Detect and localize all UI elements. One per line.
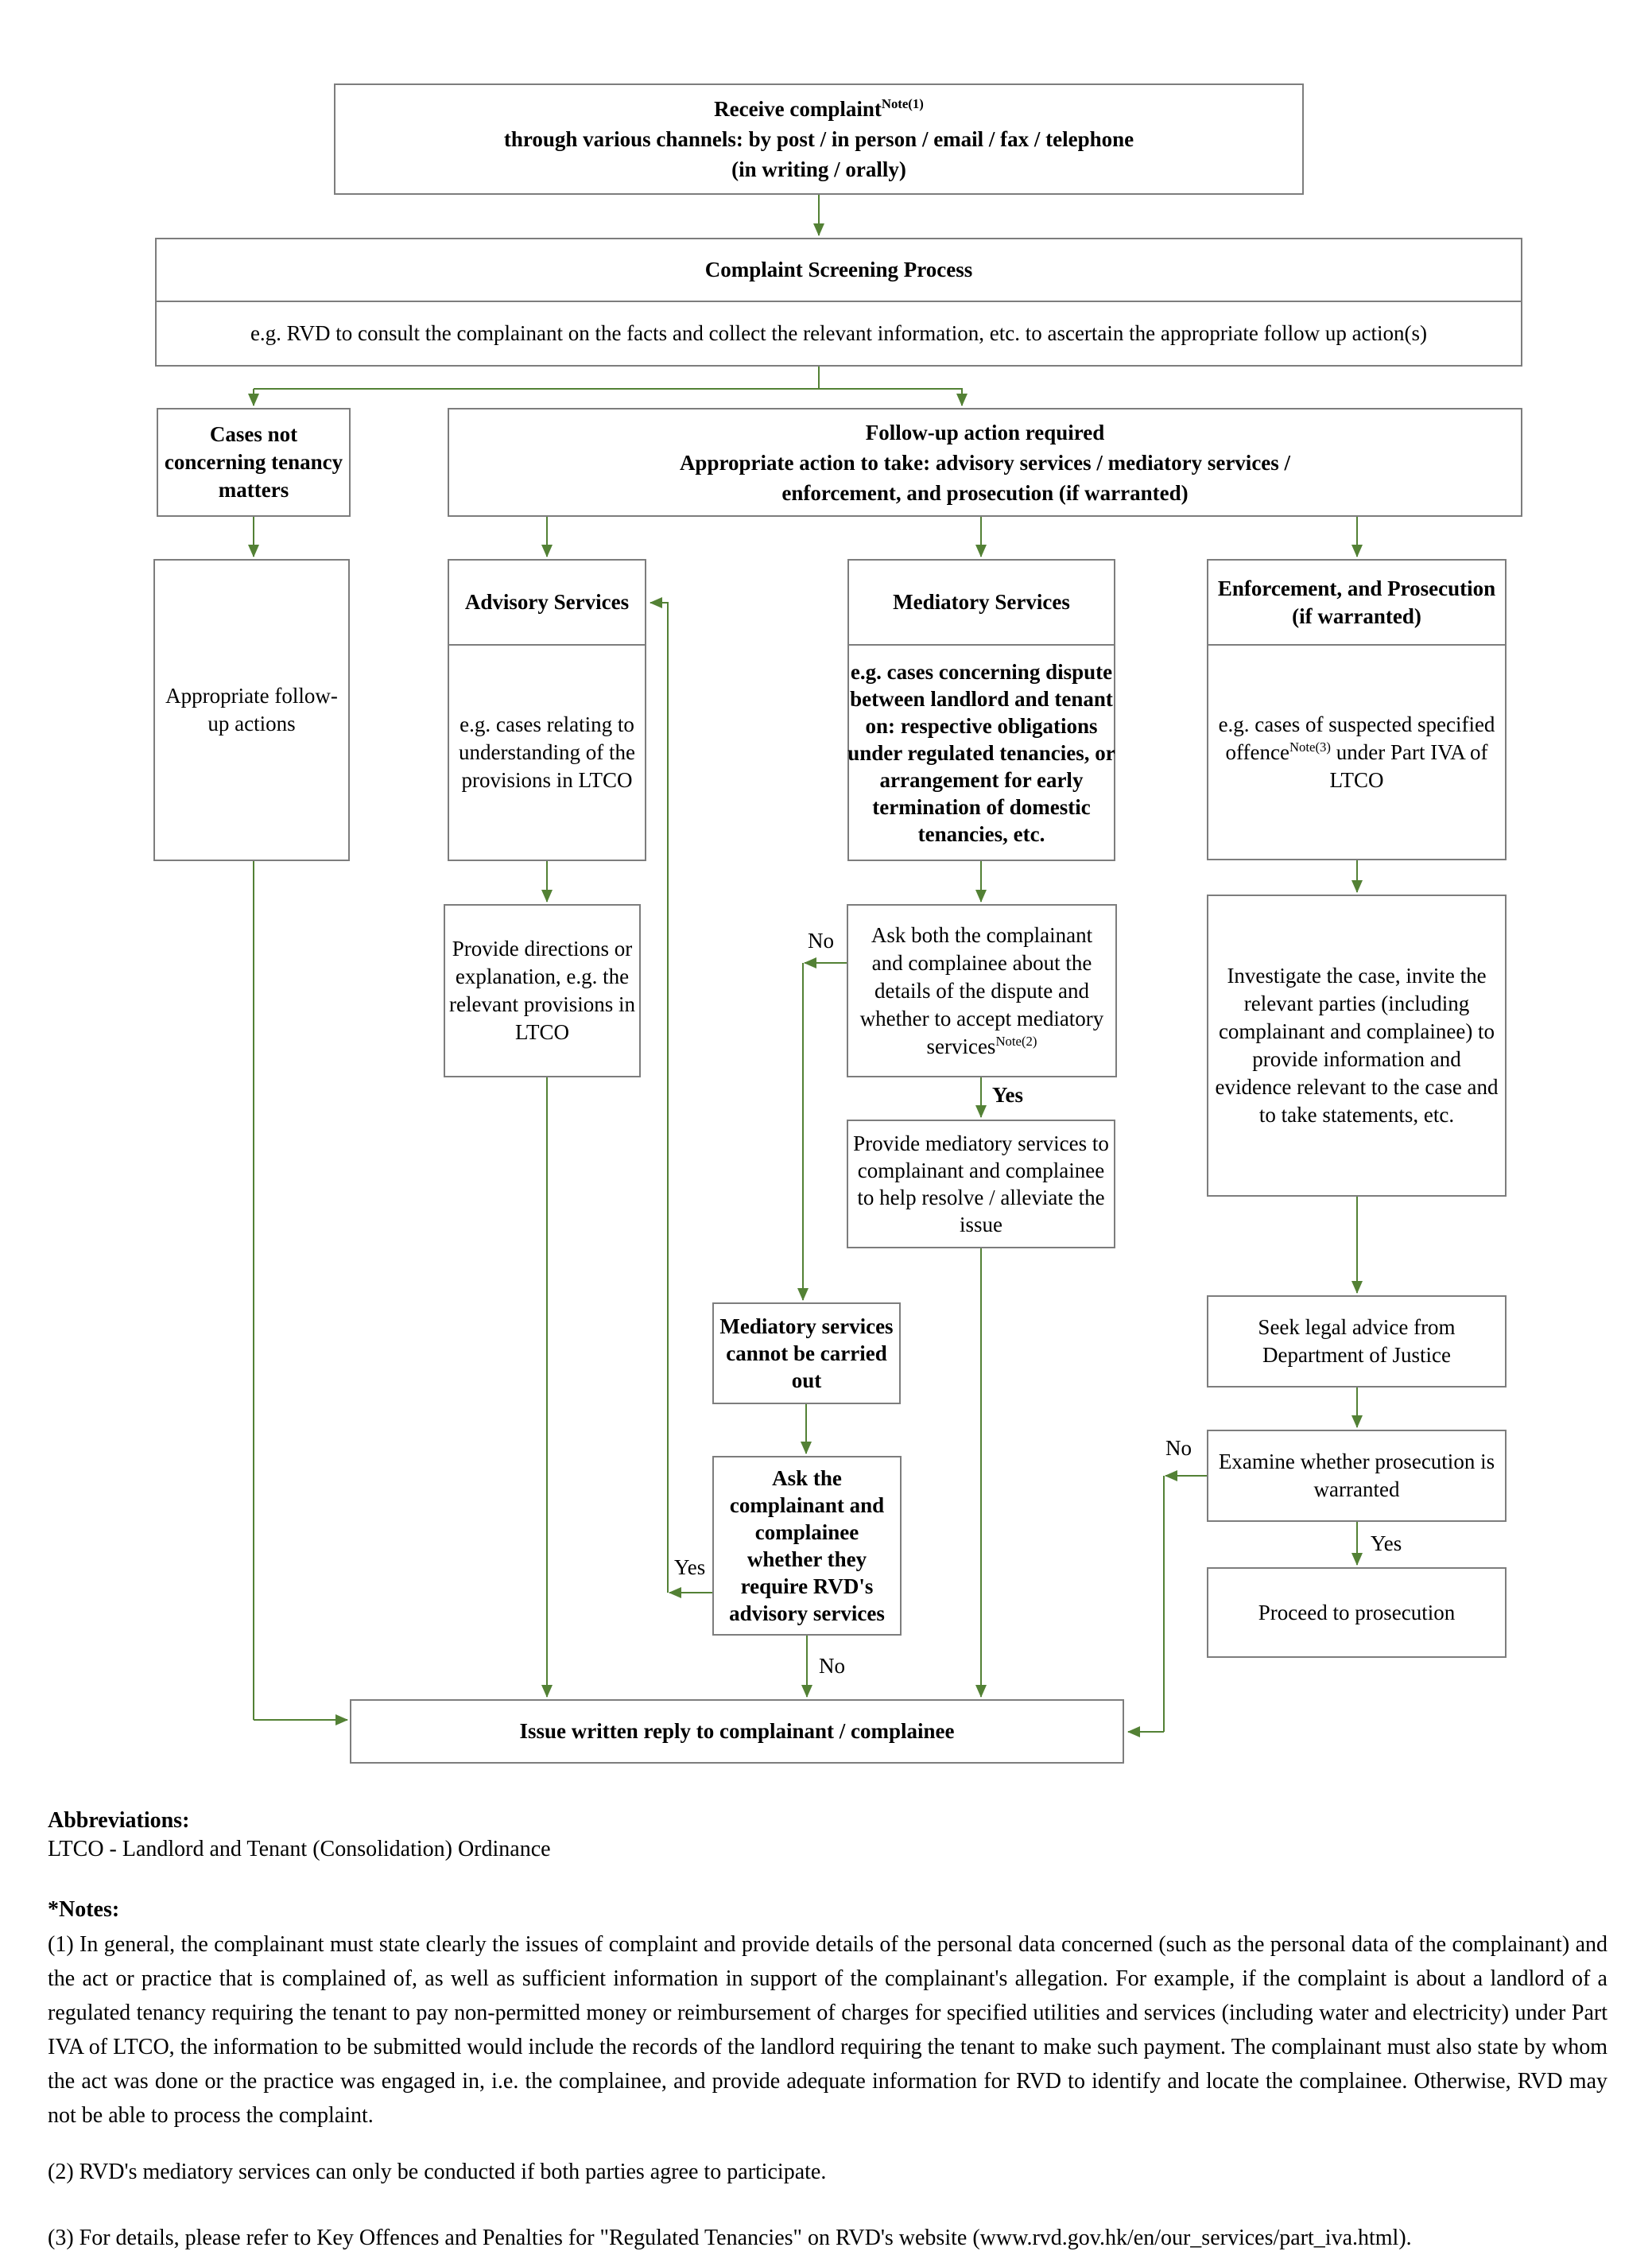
receive-complaint-box: Receive complaintNote(1) through various…	[334, 83, 1304, 195]
mediatory-services-title: Mediatory Services	[849, 561, 1114, 646]
enforcement-prosecution-body: e.g. cases of suspected specified offenc…	[1218, 712, 1495, 792]
abbreviation-ltco: LTCO - Landlord and Tenant (Consolidatio…	[48, 1837, 551, 1861]
complaint-screening-title: Complaint Screening Process	[157, 239, 1521, 302]
note-1: (1) In general, the complainant must sta…	[48, 1932, 1607, 2128]
provide-directions-box: Provide directions or explanation, e.g. …	[444, 904, 641, 1077]
complaint-screening-box: Complaint Screening Process e.g. RVD to …	[155, 238, 1522, 367]
complaint-screening-body: e.g. RVD to consult the complainant on t…	[250, 321, 1428, 345]
examine-prosecution-box: Examine whether prosecution is warranted	[1207, 1430, 1507, 1522]
note1-ref: Note(1)	[881, 96, 924, 111]
investigate-case-box: Investigate the case, invite the relevan…	[1207, 895, 1507, 1197]
label-yes-accept-mediation: Yes	[992, 1083, 1023, 1107]
label-no-accept-mediation: No	[808, 929, 834, 953]
notes-title: *Notes:	[48, 1897, 120, 1922]
advisory-services-box: Advisory Services e.g. cases relating to…	[448, 559, 646, 861]
note-2: (2) RVD's mediatory services can only be…	[48, 2160, 827, 2184]
abbreviations-title: Abbreviations:	[48, 1808, 190, 1833]
mediation-cannot-proceed-box: Mediatory services cannot be carried out	[712, 1302, 901, 1404]
enforcement-prosecution-box: Enforcement, and Prosecution (if warrant…	[1207, 559, 1507, 860]
follow-up-action-box: Follow-up action required Appropriate ac…	[448, 408, 1522, 517]
label-no-prosecution: No	[1165, 1436, 1192, 1460]
note-3: (3) For details, please refer to Key Off…	[48, 2226, 1412, 2250]
note2-ref: Note(2)	[995, 1033, 1037, 1049]
proceed-prosecution-box: Proceed to prosecution	[1207, 1567, 1507, 1658]
receive-line1: Receive complaint	[714, 97, 882, 121]
label-no-require-advisory: No	[819, 1654, 845, 1678]
receive-line3: (in writing / orally)	[731, 157, 906, 181]
issue-written-reply-box: Issue written reply to complainant / com…	[350, 1699, 1124, 1764]
ask-both-parties-box: Ask both the complainant and complainee …	[847, 904, 1117, 1077]
seek-legal-advice-box: Seek legal advice from Department of Jus…	[1207, 1295, 1507, 1388]
mediatory-services-box: Mediatory Services e.g. cases concerning…	[847, 559, 1115, 861]
receive-line2: through various channels: by post / in p…	[503, 127, 1134, 151]
cases-not-tenancy-box: Cases not concerning tenancy matters	[157, 408, 351, 517]
enforcement-prosecution-title: Enforcement, and Prosecution (if warrant…	[1208, 561, 1505, 646]
label-yes-require-advisory: Yes	[674, 1555, 706, 1579]
note3-ref: Note(3)	[1289, 739, 1331, 755]
ask-require-advisory-box: Ask the complainant and complainee wheth…	[712, 1456, 902, 1636]
provide-mediatory-services-box: Provide mediatory services to complainan…	[847, 1120, 1115, 1248]
advisory-services-title: Advisory Services	[449, 561, 645, 646]
appropriate-follow-up-box: Appropriate follow- up actions	[153, 559, 350, 861]
advisory-services-body: e.g. cases relating to understanding of …	[459, 712, 635, 792]
mediatory-services-body: e.g. cases concerning dispute between la…	[847, 659, 1115, 846]
footer-notes: Abbreviations: LTCO - Landlord and Tenan…	[48, 1807, 1607, 2255]
label-yes-prosecution: Yes	[1371, 1531, 1402, 1555]
